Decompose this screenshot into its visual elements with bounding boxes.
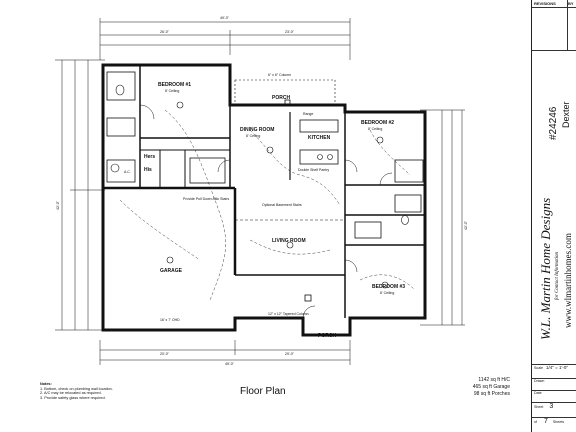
revisions-bottom-rule	[532, 50, 576, 51]
note-line-1: 1. Bottom, check on plumbing wall locati…	[40, 386, 113, 391]
floor-plan-drawing	[55, 18, 465, 365]
ceiling-bedroom-3: 8' Ceiling	[380, 291, 395, 295]
sheet-label: Sheet	[534, 405, 544, 409]
plan-number: #24246	[548, 106, 559, 140]
note-column-top: 6" x 6" Column	[268, 73, 292, 77]
dim-bot-a: 20'-0"	[160, 352, 169, 356]
room-his: His	[144, 167, 152, 173]
dim-top-b: 23'-0"	[285, 30, 294, 34]
scale-label: Scale	[534, 366, 543, 370]
room-porch-bottom: PORCH	[318, 333, 337, 339]
notes-block: Notes: 1. Bottom, check on plumbing wall…	[40, 382, 113, 400]
ceiling-bedroom-2: 8' Ceiling	[368, 127, 383, 131]
dim-left: 42'-0"	[56, 201, 60, 210]
ceiling-bedroom-1: 8' Ceiling	[165, 89, 180, 93]
dim-overall-bottom: 49'-0"	[225, 362, 234, 366]
room-porch-top: PORCH	[272, 95, 291, 101]
sheet-value: 3	[549, 403, 554, 410]
note-line-2: 2. A/C may be relocated as required.	[40, 391, 102, 396]
dim-bot-b: 29'-0"	[285, 352, 294, 356]
company-tagline: for Contact Information	[555, 251, 560, 300]
plan-title: Floor Plan	[240, 386, 286, 397]
room-kitchen: KITCHEN	[308, 135, 331, 141]
area-heated: 1142 sq ft H/C	[478, 377, 510, 383]
dim-top-a: 26'-0"	[160, 30, 169, 34]
room-dining: DINING ROOM	[240, 127, 275, 133]
revisions-divider	[567, 0, 568, 50]
room-bedroom-3: BEDROOM #3	[372, 284, 406, 290]
room-bedroom-1: BEDROOM #1	[158, 82, 192, 88]
note-line-3: 3. Provide safety glass where required.	[40, 395, 106, 400]
note-range: Range	[303, 112, 314, 116]
dim-overall-top: 49'-0"	[220, 16, 229, 20]
scale-value: 1/4" = 1'-0"	[546, 365, 568, 370]
sheet-row: Sheet 3	[532, 402, 576, 417]
plan-name: Dexter	[561, 101, 571, 128]
note-attic-stairs: Provide Pull Down Attic Stairs	[183, 197, 230, 201]
ceiling-dining: 8' Ceiling	[246, 134, 261, 138]
company-name: W.L. Martin Home Designs	[538, 197, 553, 340]
area-garage: 465 sq ft Garage	[472, 384, 510, 390]
area-porches: 98 sq ft Porches	[473, 391, 510, 397]
sheets-label: Sheets	[552, 420, 565, 424]
drawn-label: Drawn	[534, 379, 545, 383]
room-hers: Hers	[144, 154, 156, 160]
note-basement-stairs: Optional Basement Stairs	[262, 203, 302, 207]
by-label: BY	[568, 1, 574, 6]
of-value: 7	[544, 418, 548, 425]
room-bedroom-2: BEDROOM #2	[361, 120, 395, 126]
revisions-header: REVISIONS BY	[532, 0, 576, 8]
note-ac: A.C.	[124, 170, 131, 174]
of-row: of 7 Sheets	[532, 417, 576, 432]
area-block: 1142 sq ft H/C 465 sq ft Garage 98 sq ft…	[444, 377, 510, 398]
date-row: Date	[532, 390, 576, 402]
revisions-label: REVISIONS	[534, 1, 556, 6]
company-website: www.wlmartinhomes.com	[563, 233, 573, 328]
note-column-bottom: 12" x 12" Tapered Column	[268, 312, 309, 316]
room-garage: GARAGE	[160, 268, 182, 274]
dim-right: 42'-0"	[464, 221, 468, 230]
date-label: Date	[534, 391, 542, 395]
scale-row: Scale 1/4" = 1'-0"	[532, 364, 576, 378]
drawn-row: Drawn	[532, 378, 576, 390]
room-living: LIVING ROOM	[272, 238, 306, 244]
notes-title: Notes:	[40, 382, 52, 386]
note-pantry: Double Shelf Pantry	[298, 168, 330, 172]
note-garage-door: 16' x 7' OHD	[160, 318, 180, 322]
of-label: of	[534, 420, 537, 424]
title-block: REVISIONS BY #24246 Dexter W.L. Martin H…	[531, 0, 576, 432]
